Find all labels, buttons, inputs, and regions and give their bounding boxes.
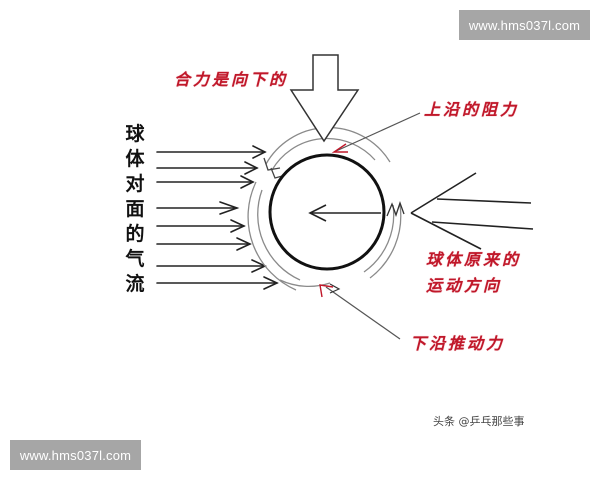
- airflow-label-char: 气: [125, 248, 145, 270]
- airflow-arrow-8-icon: [156, 276, 279, 290]
- net-force-down-arrow-icon: [289, 54, 360, 143]
- watermark-top: www.hms037l.com: [459, 10, 590, 40]
- airflow-arrow-1-icon: [156, 145, 267, 159]
- upper-resistance-label: 上沿的阻力: [424, 100, 520, 119]
- source-credit: 头条 @乒乓那些事: [433, 415, 525, 428]
- ball-circle: [268, 153, 386, 271]
- upper-resistance-pointer: [331, 112, 421, 153]
- ball-motion-arrow-icon: [308, 204, 381, 222]
- airflow-arrow-2-icon: [156, 161, 259, 175]
- boundary-layer-arcs: [247, 126, 405, 291]
- airflow-vertical-label: 球 体 对 面 的 气 流: [124, 122, 146, 297]
- airflow-label-char: 对: [125, 173, 145, 195]
- airflow-label-char: 球: [125, 123, 145, 145]
- watermark-bottom: www.hms037l.com: [10, 440, 141, 470]
- airflow-arrow-7-icon: [156, 259, 267, 273]
- airflow-arrow-3-icon: [156, 175, 255, 189]
- lower-push-label: 下沿推动力: [410, 334, 506, 353]
- airflow-arrow-6-icon: [156, 237, 252, 251]
- airflow-arrows: [156, 145, 279, 290]
- original-motion-label-line2: 运动方向: [426, 276, 503, 295]
- net-force-label: 合力是向下的: [174, 70, 289, 89]
- original-motion-label-line1: 球体原来的: [426, 250, 522, 269]
- airflow-label-char: 体: [125, 148, 145, 170]
- lower-push-pointer: [319, 283, 401, 340]
- airflow-label-char: 的: [125, 223, 145, 245]
- original-motion-arrow-icon: [410, 172, 534, 250]
- airflow-label-char: 面: [125, 198, 145, 220]
- airflow-label-char: 流: [125, 273, 145, 295]
- airflow-arrow-5-icon: [156, 219, 246, 233]
- airflow-arrow-4-icon: [156, 201, 240, 215]
